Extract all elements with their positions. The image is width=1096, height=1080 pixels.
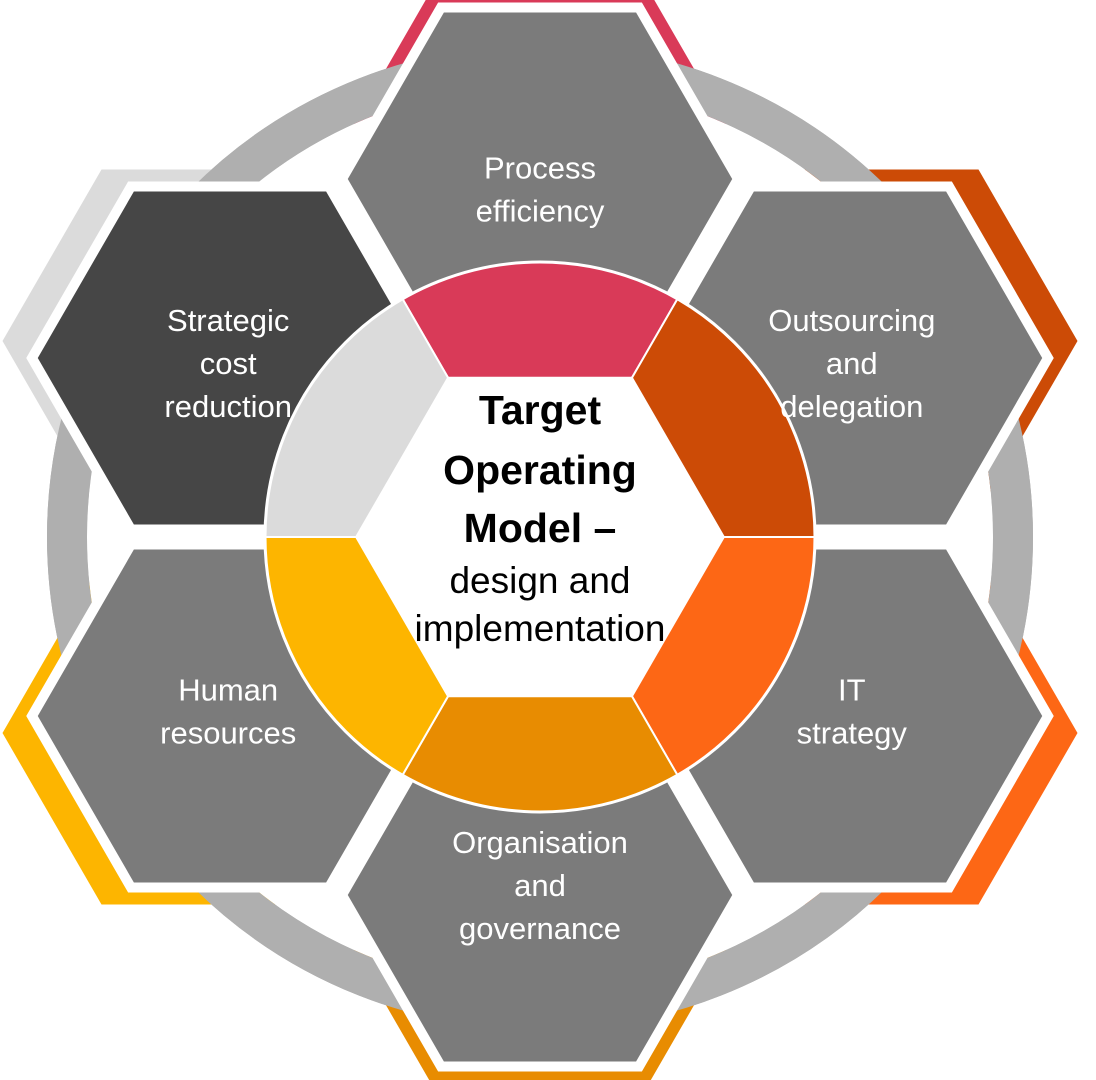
center-hexagon bbox=[355, 376, 725, 698]
strategic-cost-reduction-label-line-2: cost bbox=[200, 346, 257, 381]
center-subtitle-line-1: design and bbox=[449, 560, 630, 601]
it-strategy-label-line-2: strategy bbox=[797, 716, 908, 751]
center-title-line-2: Operating bbox=[443, 447, 637, 493]
inner-ring-edge bbox=[263, 260, 817, 814]
center-title-line-1: Target bbox=[479, 387, 602, 433]
strategic-cost-reduction-label-line-1: Strategic bbox=[167, 303, 289, 338]
organisation-governance-label-line-1: Organisation bbox=[452, 825, 628, 860]
human-resources-label-line-2: resources bbox=[160, 716, 296, 751]
center-title-line-3: Model – bbox=[464, 505, 617, 551]
center-subtitle-line-2: implementation bbox=[415, 608, 666, 649]
outsourcing-delegation-label-line-1: Outsourcing bbox=[768, 303, 935, 338]
human-resources-label-line-1: Human bbox=[178, 673, 278, 708]
outsourcing-delegation-label-line-3: delegation bbox=[780, 389, 923, 424]
strategic-cost-reduction-label-line-3: reduction bbox=[164, 389, 292, 424]
organisation-governance-label-line-3: governance bbox=[459, 911, 621, 946]
process-efficiency-label-line-2: efficiency bbox=[476, 194, 605, 229]
process-efficiency-label-line-1: Process bbox=[484, 151, 596, 186]
outsourcing-delegation-label-line-2: and bbox=[826, 346, 878, 381]
organisation-governance-label-line-2: and bbox=[514, 868, 566, 903]
it-strategy-label-line-1: IT bbox=[838, 673, 866, 708]
center-text: Target Operating Model – design and impl… bbox=[415, 387, 666, 649]
